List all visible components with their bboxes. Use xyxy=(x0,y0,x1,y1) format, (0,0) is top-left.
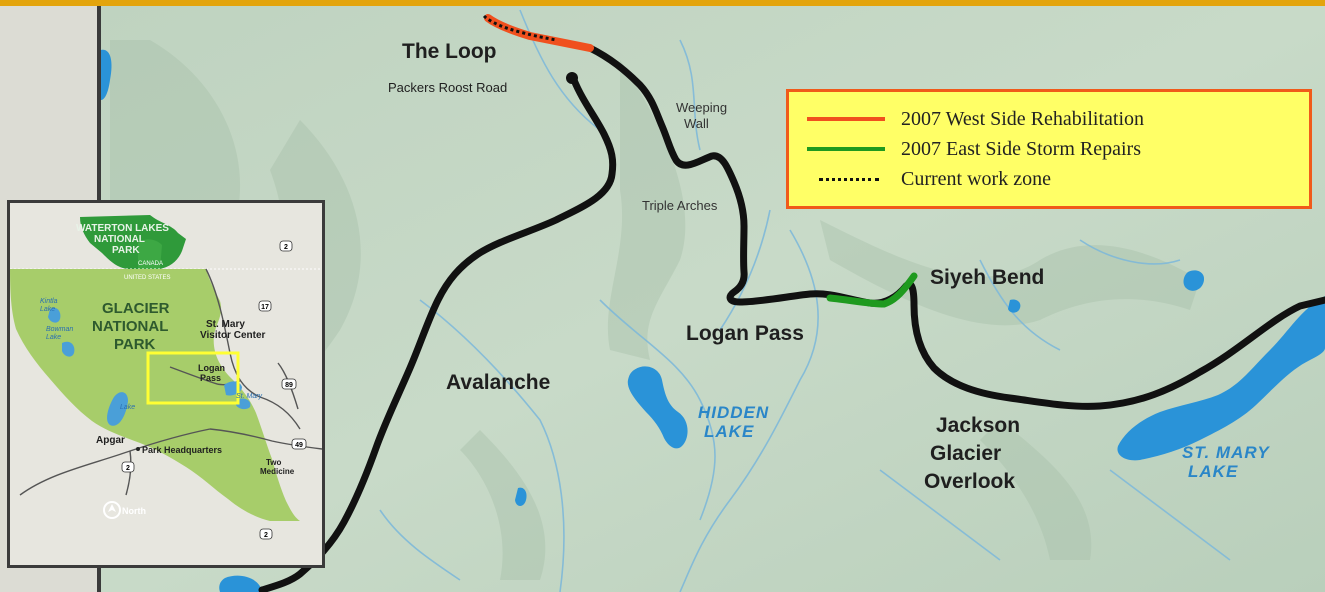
legend-label: 2007 East Side Storm Repairs xyxy=(901,137,1141,160)
legend-swatch-west-rehab xyxy=(807,117,885,121)
lakes xyxy=(101,49,1325,592)
route-89: 89 xyxy=(285,382,293,389)
inset-lakes xyxy=(48,307,251,426)
legend-swatch-east-repairs xyxy=(807,147,885,151)
inset-route-shields: 2 17 89 49 2 2 xyxy=(121,240,307,540)
route-2-north: 2 xyxy=(284,244,288,251)
route-2-south: 2 xyxy=(264,532,268,539)
top-border xyxy=(0,0,1325,6)
inset-label-park-hq: Park Headquarters xyxy=(142,445,222,455)
label-siyeh-bend: Siyeh Bend xyxy=(930,266,1044,289)
inset-map-canvas: WATERTON LAKES NATIONAL PARK CANADA UNIT… xyxy=(10,203,322,565)
inset-label-lake-mcdonald: Lake xyxy=(120,404,135,411)
inset-label-st-mary-lake: St. Mary xyxy=(236,393,263,400)
glacier-park-area xyxy=(10,269,300,521)
inset-label-north: North xyxy=(122,506,146,516)
going-to-the-sun-road xyxy=(586,44,1325,410)
inset-park-hq-marker xyxy=(136,447,140,451)
small-lake-2 xyxy=(1008,299,1021,313)
small-lake-3 xyxy=(515,487,527,506)
north-arrow-pointer xyxy=(108,504,116,512)
label-triple-arches: Triple Arches xyxy=(642,198,718,213)
hidden-lake xyxy=(627,366,688,449)
waterton-park-area-2 xyxy=(138,239,162,269)
legend-item-east-repairs: 2007 East Side Storm Repairs xyxy=(807,136,1141,162)
map-legend: 2007 West Side Rehabilitation 2007 East … xyxy=(786,89,1312,209)
east-side-repairs-segment xyxy=(826,272,918,308)
st-mary-lake xyxy=(1117,296,1325,461)
legend-label: 2007 West Side Rehabilitation xyxy=(901,107,1144,130)
inset-locator-map: WATERTON LAKES NATIONAL PARK CANADA UNIT… xyxy=(7,200,325,568)
label-packers-roost: Packers Roost Road xyxy=(388,80,507,95)
legend-item-west-rehab: 2007 West Side Rehabilitation xyxy=(807,106,1144,132)
inset-label-canada: CANADA xyxy=(138,261,163,267)
inset-label-united-states: UNITED STATES xyxy=(124,275,170,281)
current-work-zone xyxy=(482,14,557,42)
packers-roost-marker xyxy=(566,72,578,84)
west-road xyxy=(258,76,617,592)
legend-swatch-work-zone xyxy=(819,177,879,181)
legend-item-work-zone: Current work zone xyxy=(807,166,1051,192)
inset-label-apgar: Apgar xyxy=(96,435,125,446)
inset-label-glacier-park: GLACIER NATIONAL PARK xyxy=(92,300,174,353)
north-arrow-icon xyxy=(103,501,121,519)
inset-label-waterton: WATERTON LAKES NATIONAL PARK xyxy=(76,223,172,256)
route-17: 17 xyxy=(261,304,269,311)
logan-pass-highlight xyxy=(146,351,240,405)
small-lake-4 xyxy=(219,575,262,592)
small-lake-1 xyxy=(1183,270,1205,291)
legend-label: Current work zone xyxy=(901,167,1051,190)
label-logan-pass: Logan Pass xyxy=(686,322,804,345)
label-avalanche: Avalanche xyxy=(446,371,550,394)
route-49: 49 xyxy=(295,442,303,449)
route-2-west: 2 xyxy=(126,465,130,472)
left-water xyxy=(101,49,112,100)
label-the-loop: The Loop xyxy=(402,40,496,63)
